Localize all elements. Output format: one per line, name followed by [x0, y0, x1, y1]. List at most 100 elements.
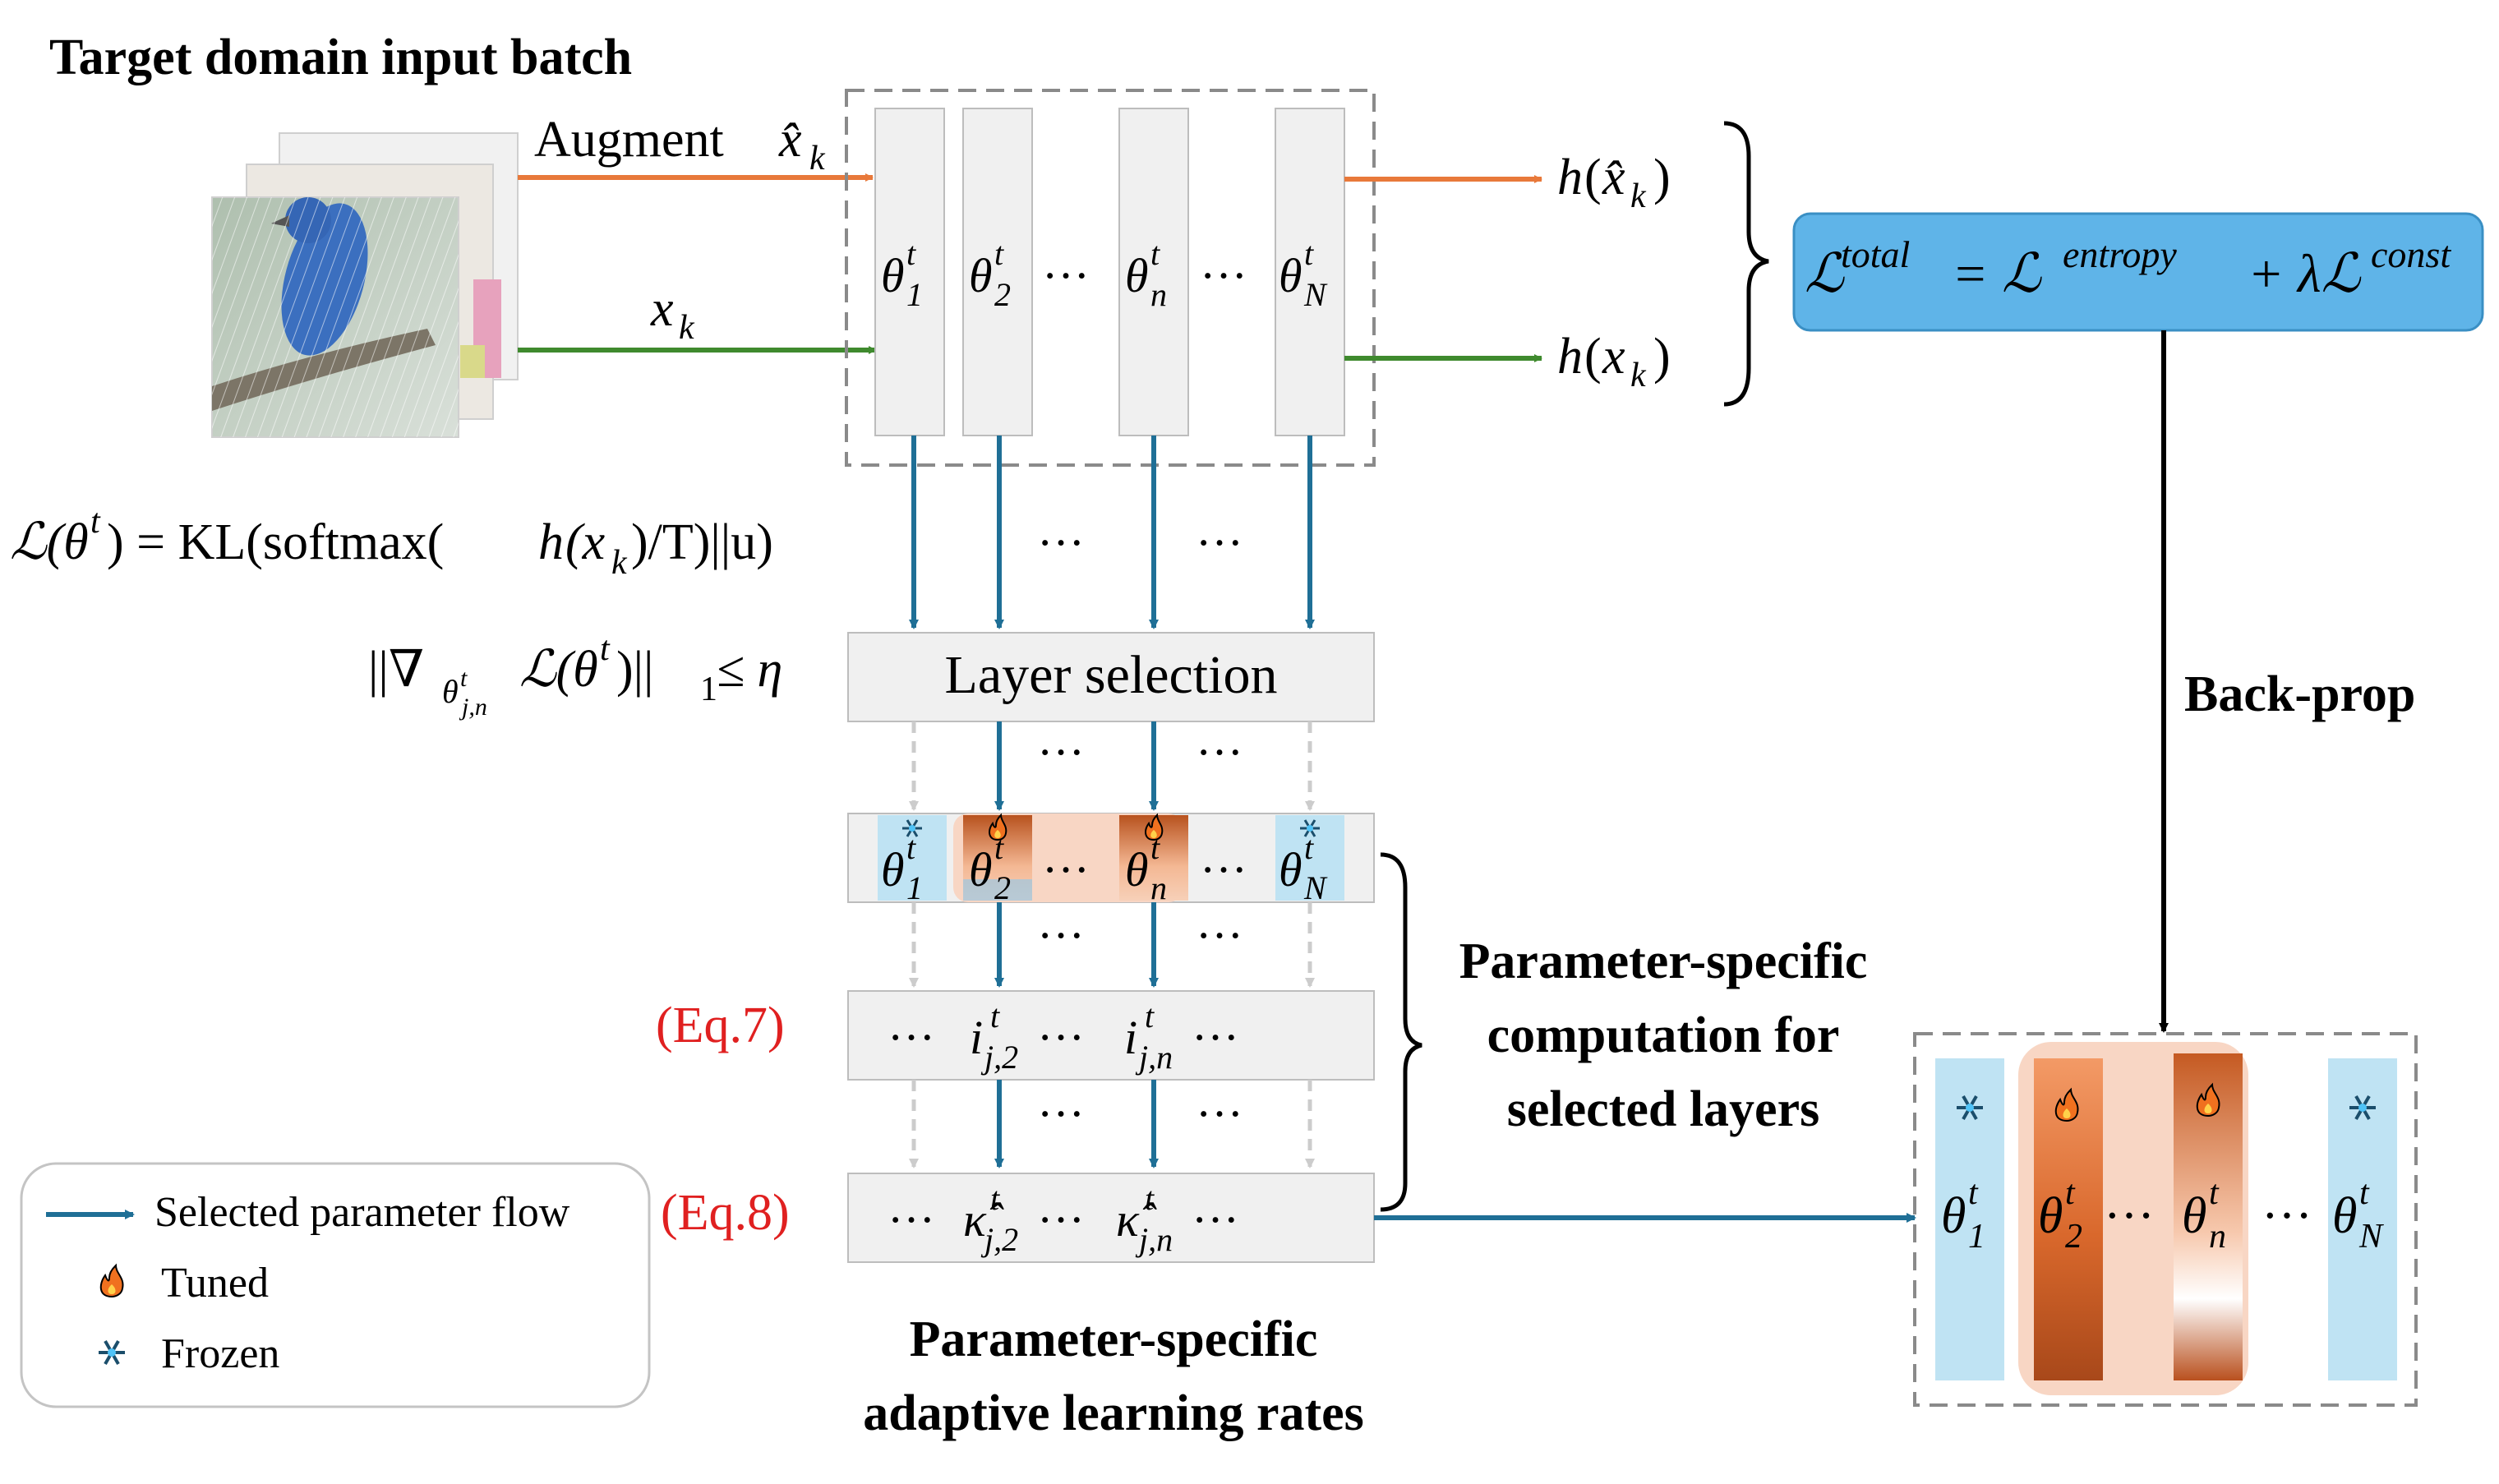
grad-norm-formula: ||∇ θ t j,n ℒ(θ t )|| 1 ≤ η [368, 630, 782, 721]
svg-text:t: t [906, 829, 916, 866]
kl-loss-formula: ℒ(θ t ) = KL(softmax( h (x k )/T)||u) [10, 503, 773, 582]
svg-text:t: t [1145, 998, 1155, 1035]
layer-1 [874, 108, 945, 436]
total-loss-formula: ℒ total = ℒ entropy + λℒ const [1805, 233, 2451, 304]
legend-frozen-label: Frozen [161, 1330, 279, 1377]
legend-tuned-label: Tuned [161, 1260, 269, 1307]
svg-text:j,n: j,n [1135, 1039, 1173, 1076]
param-row-labels: θ t 1 θ t 2 ··· θ t n ··· θ t N [881, 829, 1328, 906]
svg-text:θ: θ [881, 843, 905, 896]
svg-text:···: ··· [1200, 843, 1247, 896]
svg-text:t: t [994, 829, 1004, 866]
snowflake-icon [2349, 1095, 2376, 1120]
layer-selection-label: Layer selection [945, 645, 1278, 705]
svg-text:2: 2 [2065, 1218, 2082, 1256]
svg-text:j,n: j,n [1135, 1221, 1173, 1258]
theta-1: θ [881, 249, 905, 302]
eq8-contents: ··· κ̂ t j,2 ··· κ̂ t j,n ··· [888, 1180, 1239, 1258]
input-batch-title: Target domain input batch [49, 30, 632, 85]
svg-text:N: N [1303, 276, 1328, 313]
output-h-augmented: h ( x̂ k ) [1557, 150, 1671, 215]
snowflake-icon [1957, 1095, 1983, 1120]
theta-2: θ [969, 249, 993, 302]
svg-text:): ) [1653, 150, 1671, 205]
dots-flow-7: ··· [1037, 1087, 1085, 1141]
param-brace [1380, 852, 1422, 1212]
svg-text:ℒ(θ: ℒ(θ [519, 642, 598, 698]
svg-text:computation for: computation for [1487, 1007, 1840, 1063]
svg-text:x̂: x̂ [1602, 150, 1625, 205]
dots-flow-5: ··· [1037, 909, 1085, 962]
updated-frozen-bar-1 [1935, 1058, 2004, 1380]
output-h-original: h ( x k ) [1557, 329, 1671, 394]
svg-text:1: 1 [906, 276, 923, 313]
dots-flow-2: ··· [1196, 516, 1243, 569]
svg-text:n: n [1150, 276, 1167, 313]
svg-text:θ: θ [442, 673, 459, 710]
dots-model-2: ··· [1200, 249, 1247, 302]
svg-text:= ℒ: = ℒ [1952, 244, 2042, 304]
svg-text:≤ η: ≤ η [717, 642, 782, 698]
svg-text:N: N [1303, 869, 1328, 906]
svg-text:θ: θ [1279, 843, 1303, 896]
svg-text:k: k [1630, 357, 1647, 394]
svg-text:) = KL(softmax(: ) = KL(softmax( [107, 514, 444, 570]
svg-text:Parameter-specific: Parameter-specific [910, 1311, 1318, 1367]
snowflake-icon [1300, 819, 1320, 837]
flow-arrows-to-eq7 [909, 902, 1315, 988]
svg-text:t: t [2359, 1174, 2370, 1212]
svg-text:t: t [990, 1180, 1000, 1217]
input-x-label: x [650, 281, 674, 337]
svg-text:···: ··· [1037, 1193, 1085, 1247]
svg-text:||∇: ||∇ [368, 642, 424, 698]
svg-text:ℒ: ℒ [1805, 244, 1845, 304]
svg-text:1: 1 [906, 869, 923, 906]
svg-text:h: h [1557, 329, 1583, 385]
svg-text:(: ( [1584, 329, 1602, 385]
svg-text:selected layers: selected layers [1507, 1081, 1819, 1137]
svg-text:···: ··· [1042, 843, 1090, 896]
dots-model-1: ··· [1042, 249, 1090, 302]
svg-text:t: t [1968, 1174, 1979, 1212]
updated-model-labels: θ t 1 θ t 2 ··· θ t n ··· θ t N [1941, 1174, 2384, 1256]
flame-icon [1145, 813, 1164, 841]
input-image-stack [211, 132, 519, 438]
eq7-label: (Eq.7) [656, 998, 785, 1053]
svg-text:ℒ(θ: ℒ(θ [10, 514, 89, 570]
dots-flow-6: ··· [1196, 909, 1243, 962]
svg-text:···: ··· [1037, 1011, 1085, 1064]
updated-model-dashed-box [1913, 1032, 2418, 1407]
svg-text:θ: θ [969, 843, 993, 896]
svg-text:1: 1 [700, 671, 717, 708]
theta-N: θ [1279, 249, 1303, 302]
svg-text:n: n [1150, 869, 1167, 906]
svg-text:entropy: entropy [2063, 233, 2177, 275]
dots-flow-4: ··· [1196, 726, 1243, 779]
flow-arrows-to-params [909, 721, 1315, 811]
svg-text:j,2: j,2 [980, 1221, 1018, 1258]
svg-text:h: h [1557, 150, 1583, 205]
svg-text:2: 2 [994, 276, 1011, 313]
svg-text:k: k [1630, 177, 1647, 215]
svg-text:θ: θ [1941, 1188, 1966, 1244]
svg-text:i: i [1124, 1011, 1137, 1064]
svg-text:j,2: j,2 [980, 1039, 1018, 1076]
eq8-box [847, 1173, 1375, 1263]
svg-text:···: ··· [888, 1011, 935, 1064]
svg-text:)||: )|| [616, 642, 653, 698]
svg-text:j,n: j,n [459, 694, 487, 721]
svg-text:t: t [1304, 235, 1314, 272]
svg-text:1: 1 [1968, 1218, 1985, 1256]
svg-text:): ) [1653, 329, 1671, 385]
flow-arrows-to-eq8 [909, 1080, 1315, 1168]
eq8-label: (Eq.8) [661, 1185, 790, 1241]
dots-flow-8: ··· [1196, 1087, 1243, 1141]
model-layers [874, 108, 1345, 436]
svg-text:+ λℒ: + λℒ [2248, 244, 2362, 304]
svg-text:···: ··· [2262, 1188, 2312, 1244]
flame-icon [2196, 1082, 2220, 1118]
svg-text:n: n [2209, 1218, 2226, 1256]
back-prop-label: Back-prop [2184, 666, 2415, 722]
model-dashed-box [845, 89, 1376, 467]
